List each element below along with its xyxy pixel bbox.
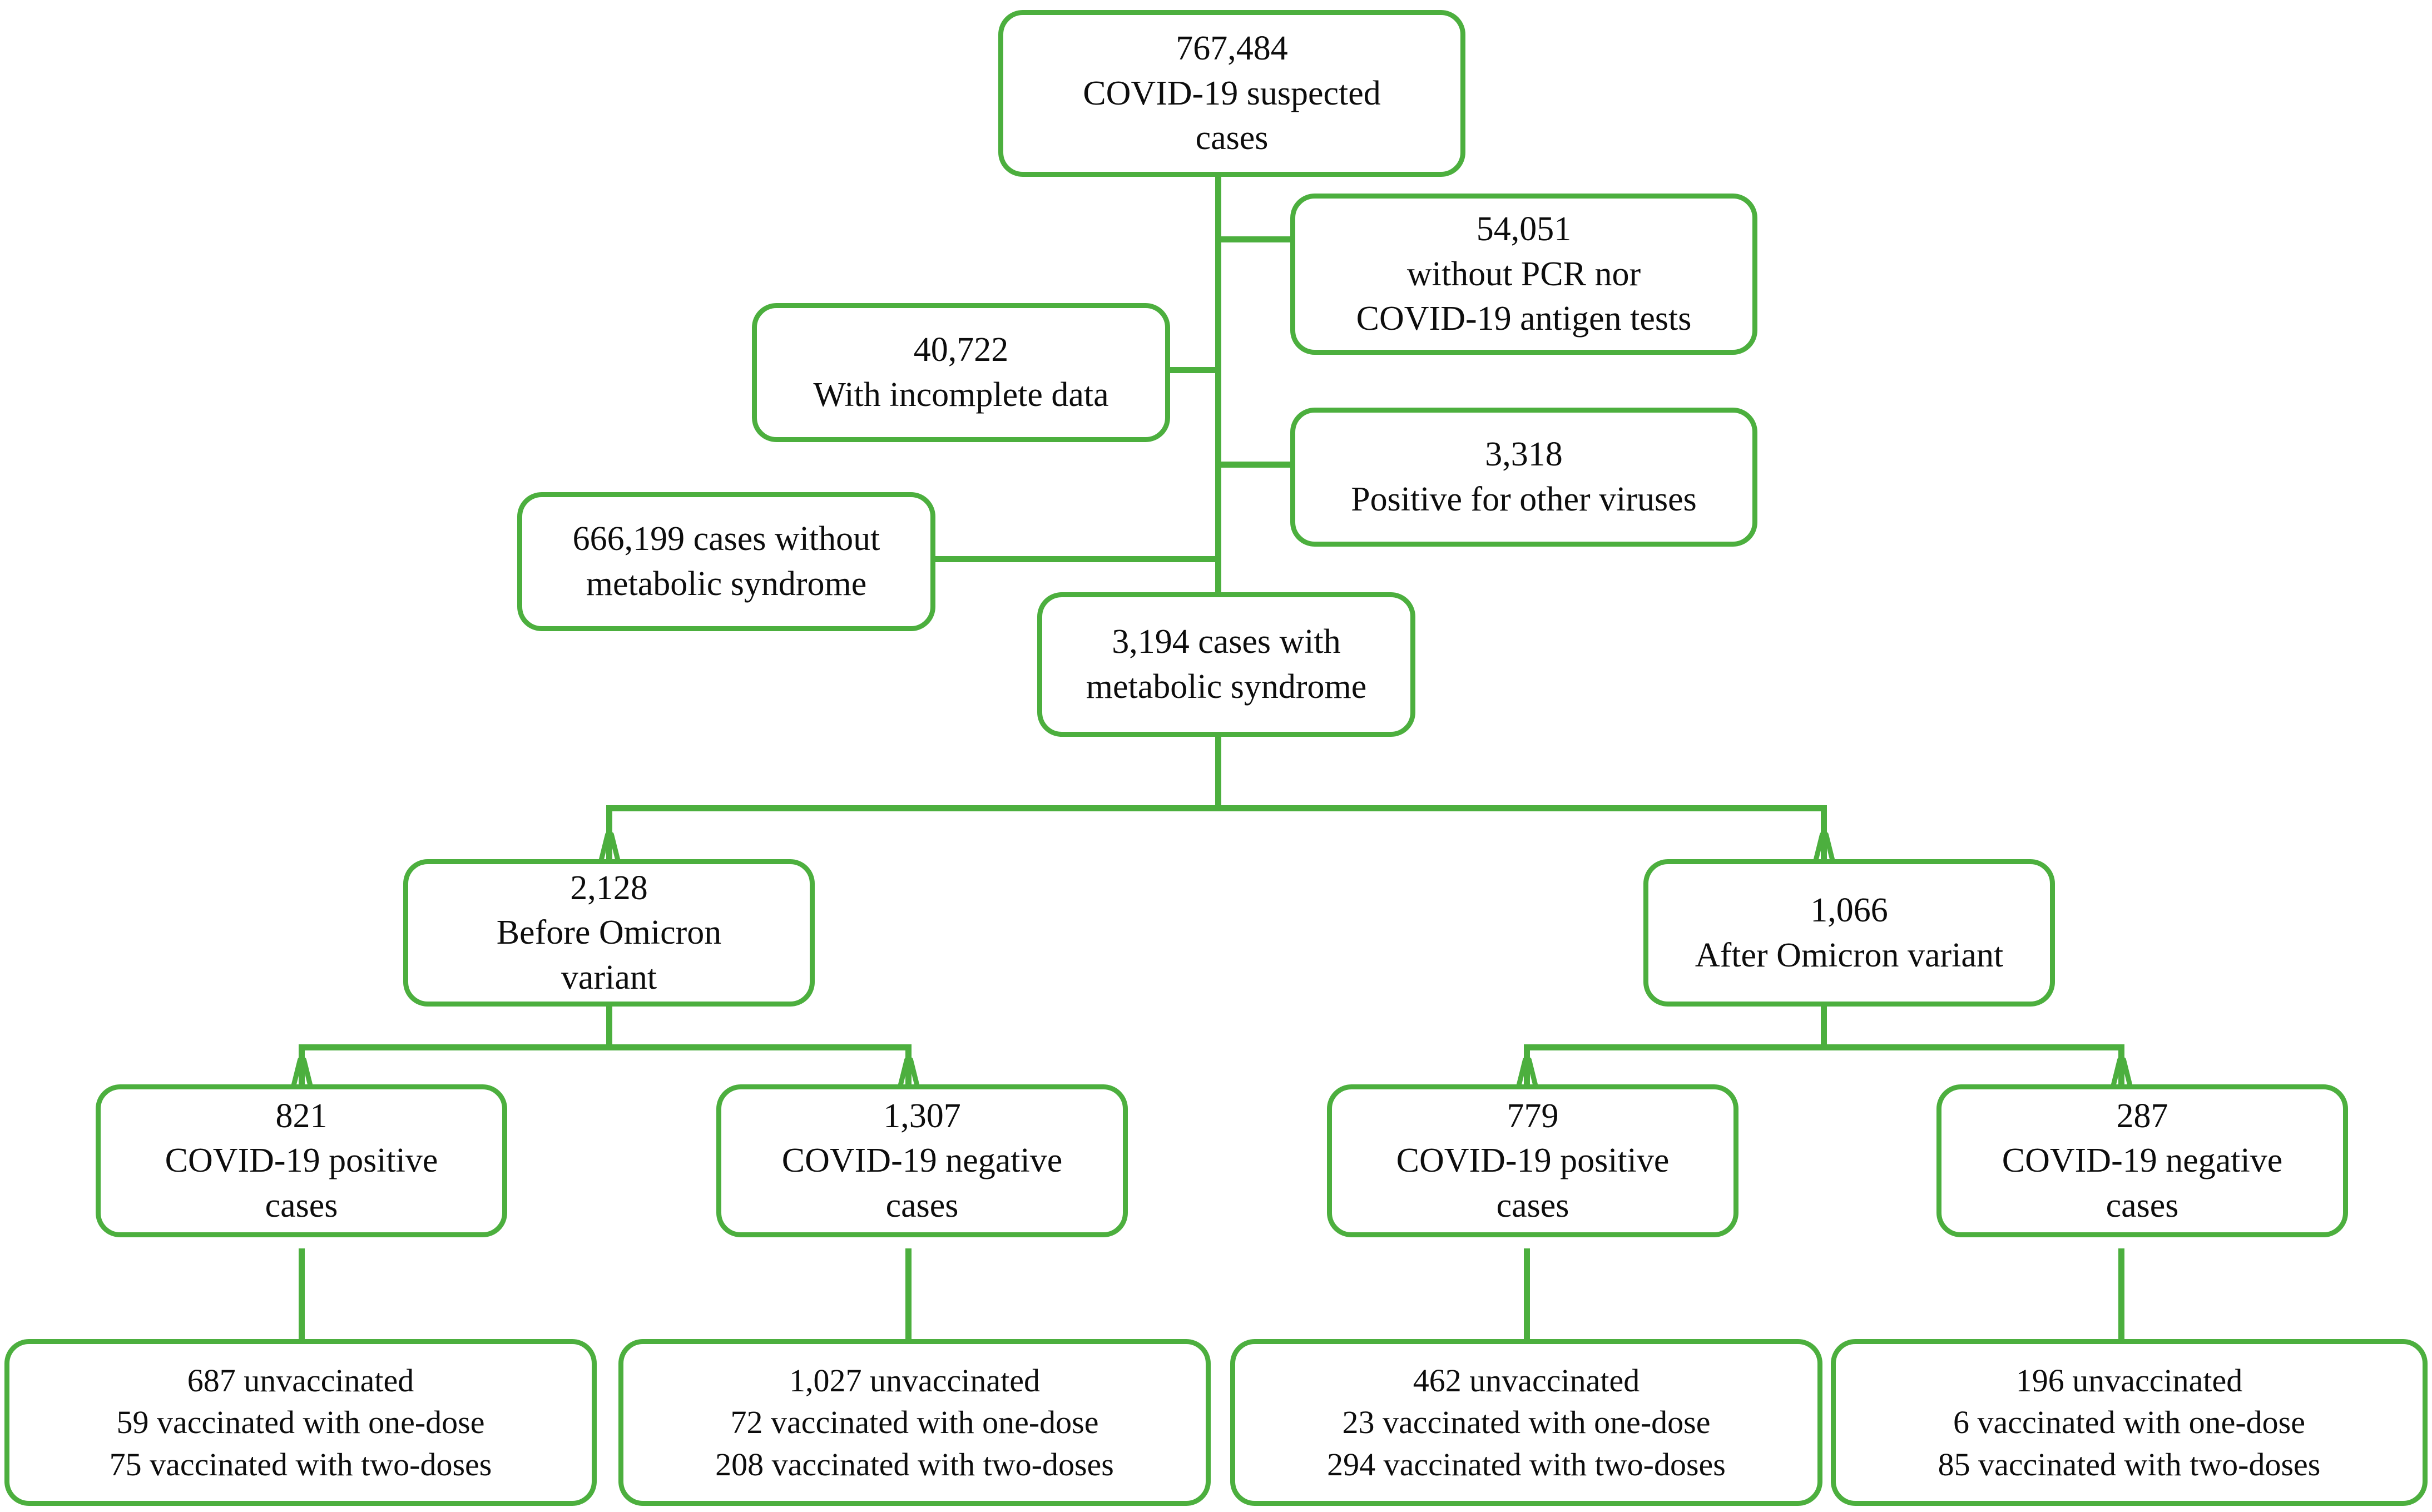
branch-to-incomplete-data — [1137, 367, 1220, 373]
branch-to-other-viruses — [1215, 462, 1293, 468]
after-omicron-split-bar — [1524, 1044, 2124, 1050]
before-negative-drop — [905, 1044, 912, 1086]
node-before-positive-vaccination[interactable]: 687 unvaccinated 59 vaccinated with one-… — [4, 1339, 597, 1506]
node-before-negative-vaccination-text: 1,027 unvaccinated 72 vaccinated with on… — [715, 1362, 1114, 1483]
before-omicron-down — [606, 1004, 612, 1048]
node-after-positive-text: 779 COVID-19 positive cases — [1396, 1097, 1670, 1225]
node-suspected-cases-text: 767,484 COVID-19 suspected cases — [1083, 29, 1381, 157]
node-other-viruses[interactable]: 3,318 Positive for other viruses — [1290, 408, 1757, 547]
after-negative-drop — [2118, 1044, 2124, 1086]
node-before-omicron-text: 2,128 Before Omicron variant — [496, 869, 722, 997]
node-no-tests[interactable]: 54,051 without PCR nor COVID-19 antigen … — [1290, 194, 1757, 355]
node-with-metabolic-syndrome[interactable]: 3,194 cases with metabolic syndrome — [1037, 592, 1415, 737]
link-before-negative-vax — [905, 1248, 912, 1346]
before-positive-drop — [299, 1044, 305, 1086]
node-incomplete-data[interactable]: 40,722 With incomplete data — [752, 303, 1170, 442]
after-omicron-down — [1821, 1004, 1827, 1048]
node-after-negative[interactable]: 287 COVID-19 negative cases — [1936, 1084, 2348, 1237]
node-after-negative-text: 287 COVID-19 negative cases — [2002, 1097, 2283, 1225]
trunk-metabolic-down — [1215, 737, 1221, 809]
branch-to-no-tests — [1215, 236, 1293, 242]
node-after-negative-vaccination[interactable]: 196 unvaccinated 6 vaccinated with one-d… — [1831, 1339, 2428, 1506]
split-bar-omicron — [606, 805, 1827, 811]
node-other-viruses-text: 3,318 Positive for other viruses — [1351, 435, 1697, 518]
node-with-metabolic-syndrome-text: 3,194 cases with metabolic syndrome — [1086, 623, 1367, 706]
link-after-positive-vax — [1524, 1248, 1530, 1346]
node-without-metabolic-syndrome-text: 666,199 cases without metabolic syndrome — [572, 520, 880, 603]
node-before-positive-vaccination-text: 687 unvaccinated 59 vaccinated with one-… — [109, 1362, 492, 1483]
after-positive-drop — [1524, 1044, 1530, 1086]
node-before-negative-text: 1,307 COVID-19 negative cases — [781, 1097, 1063, 1225]
link-after-negative-vax — [2118, 1248, 2124, 1346]
node-after-omicron-text: 1,066 After Omicron variant — [1695, 891, 2004, 974]
node-without-metabolic-syndrome[interactable]: 666,199 cases without metabolic syndrome — [517, 492, 935, 631]
branch-to-without-metabolic — [934, 556, 1221, 562]
node-before-negative[interactable]: 1,307 COVID-19 negative cases — [716, 1084, 1128, 1237]
node-before-positive-text: 821 COVID-19 positive cases — [165, 1097, 438, 1225]
node-incomplete-data-text: 40,722 With incomplete data — [813, 331, 1109, 414]
node-after-negative-vaccination-text: 196 unvaccinated 6 vaccinated with one-d… — [1938, 1362, 2321, 1483]
before-omicron-split-bar — [299, 1044, 912, 1050]
node-no-tests-text: 54,051 without PCR nor COVID-19 antigen … — [1356, 210, 1692, 338]
node-after-omicron[interactable]: 1,066 After Omicron variant — [1643, 859, 2055, 1007]
trunk-main-vertical — [1215, 61, 1221, 595]
node-before-negative-vaccination[interactable]: 1,027 unvaccinated 72 vaccinated with on… — [618, 1339, 1211, 1506]
node-after-positive[interactable]: 779 COVID-19 positive cases — [1327, 1084, 1738, 1237]
node-before-omicron[interactable]: 2,128 Before Omicron variant — [403, 859, 815, 1007]
node-suspected-cases[interactable]: 767,484 COVID-19 suspected cases — [998, 10, 1465, 177]
link-before-positive-vax — [299, 1248, 305, 1346]
node-before-positive[interactable]: 821 COVID-19 positive cases — [96, 1084, 507, 1237]
node-after-positive-vaccination[interactable]: 462 unvaccinated 23 vaccinated with one-… — [1230, 1339, 1822, 1506]
node-after-positive-vaccination-text: 462 unvaccinated 23 vaccinated with one-… — [1327, 1362, 1726, 1483]
